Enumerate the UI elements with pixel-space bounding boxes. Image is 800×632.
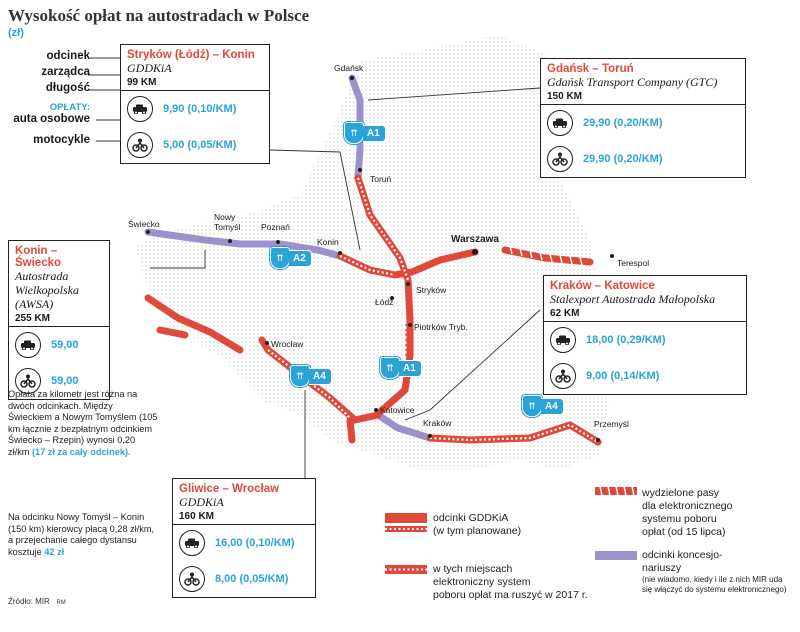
- city-przemysl: Przemyśl: [594, 419, 629, 429]
- city-dots: [146, 75, 614, 442]
- section-name: Kraków – Katowice: [550, 280, 655, 292]
- key-cars: auta osobowe: [13, 113, 90, 125]
- key-manager: zarządca: [41, 66, 90, 78]
- motorcycle-icon: [15, 368, 41, 394]
- road-shield-a4-west: ⇈A4: [290, 365, 332, 387]
- city-katowice: Katowice: [380, 405, 415, 415]
- box-krakow-katowice: Kraków – Katowice Stalexport Autostrada …: [543, 275, 747, 395]
- section-length: 255 KM: [15, 313, 51, 324]
- section-operator: Gdańsk Transport Company (GTC): [547, 75, 718, 89]
- city-gdansk: Gdańsk: [334, 63, 364, 73]
- car-icon: [15, 332, 41, 358]
- key-motorcycles: motocykle: [33, 134, 90, 146]
- city-konin: Konin: [317, 237, 339, 247]
- car-price: 29,90 (0,20/KM): [583, 117, 663, 129]
- section-length: 99 KM: [127, 77, 157, 88]
- motorcycle-icon: [547, 146, 573, 172]
- section-length: 160 KM: [179, 511, 215, 522]
- car-price: 59,00: [51, 339, 79, 351]
- section-length: 62 KM: [550, 308, 580, 319]
- legend-lanes: wydzielone pasy dla elektronicznego syst…: [642, 487, 733, 538]
- unit-label: (zł): [8, 27, 24, 39]
- electronic-toll-overlay: [267, 177, 599, 443]
- moto-price: 8,00 (0,05/KM): [215, 573, 289, 585]
- legend-gddkia: odcinki GDDKiA (w tym planowane): [433, 512, 522, 537]
- motorcycle-icon: [179, 566, 205, 592]
- section-name: Konin – Świecko: [15, 245, 62, 269]
- city-torun: Toruń: [370, 174, 392, 184]
- box-gliwice-wroclaw: Gliwice – Wrocław GDDKiA 160 KM 16,00 (0…: [172, 478, 316, 598]
- moto-price: 9,00 (0,14/KM): [586, 370, 660, 382]
- section-operator: Stalexport Autostrada Małopolska: [550, 292, 716, 306]
- legend-electronic: w tych miejscach elektroniczny system po…: [433, 563, 588, 601]
- section-operator: Autostrada Wielkopolska (AWSA): [15, 269, 79, 311]
- car-price: 16,00 (0,10/KM): [215, 537, 295, 549]
- note-paragraph-2: Na odcinku Nowy Tomyśl – Konin (150 km) …: [8, 512, 155, 557]
- road-shield-a1-south: ⇈A1: [380, 357, 422, 379]
- city-warszawa: Warszawa: [451, 234, 499, 245]
- car-icon: [127, 96, 153, 122]
- page-title: Wysokość opłat na autostradach w Polsce: [8, 6, 310, 25]
- lanes-overlay: [509, 245, 583, 266]
- note-paragraph-1: Opłata za kilometr jest różna na dwóch o…: [8, 389, 158, 457]
- source-note: Źródło: MIR RM: [8, 597, 66, 606]
- concession-a4-katowice-krakow: [374, 411, 434, 442]
- leader-lines: [88, 57, 541, 478]
- key-fees: OPŁATY:: [49, 102, 90, 113]
- city-piotrkow: Piotrków Tryb.: [414, 322, 468, 332]
- motorway-icon: ⇈: [290, 365, 310, 387]
- section-length: 150 KM: [547, 91, 583, 102]
- box-strykow-konin: Stryków (Łódź) – Konin GDDKiA 99 KM 9,90…: [120, 44, 270, 164]
- city-strykow: Stryków: [416, 285, 447, 295]
- city-krakow: Kraków: [423, 418, 452, 428]
- section-operator: GDDKiA: [179, 495, 224, 509]
- section-name: Gdańsk – Toruń: [547, 63, 634, 75]
- road-shield-a1-north: ⇈A1: [344, 122, 386, 144]
- legend-swatches: [385, 485, 637, 574]
- motorway-icon: ⇈: [270, 247, 290, 269]
- car-price: 18,00 (0,29/KM): [586, 334, 666, 346]
- car-icon: [547, 110, 573, 136]
- motorway-icon: ⇈: [380, 357, 400, 379]
- motorcycle-icon: [127, 132, 153, 158]
- city-poznan: Poznań: [261, 222, 290, 232]
- car-price: 9,90 (0,10/KM): [163, 103, 237, 115]
- box-gdansk-torun: Gdańsk – Toruń Gdańsk Transport Company …: [540, 58, 746, 178]
- car-icon: [550, 327, 576, 353]
- city-wroclaw: Wrocław: [271, 339, 304, 349]
- box-konin-swiecko: Konin – Świecko Autostrada Wielkopolska …: [8, 240, 110, 400]
- city-nowy-tomysl: Nowy Tomyśl: [214, 212, 241, 232]
- moto-price: 29,90 (0,20/KM): [583, 153, 663, 165]
- moto-price: 5,00 (0,05/KM): [163, 139, 237, 151]
- planned-hatch: [405, 324, 413, 356]
- section-name: Stryków (Łódź) – Konin: [127, 49, 255, 61]
- city-swiecko: Świecko: [128, 219, 160, 229]
- key-length: długość: [45, 82, 90, 94]
- city-terespol: Terespol: [617, 258, 650, 268]
- moto-price: 59,00: [51, 375, 79, 387]
- road-shield-a2: ⇈A2: [270, 247, 312, 269]
- section-operator: GDDKiA: [127, 61, 172, 75]
- poland-outline: [135, 35, 610, 470]
- motorway-icon: ⇈: [522, 395, 542, 417]
- legend-concession: odcinki koncesjo- nariuszy(nie wiadomo, …: [642, 549, 787, 594]
- motorcycle-icon: [550, 363, 576, 389]
- motorway-icon: ⇈: [344, 122, 364, 144]
- key-section: odcinek: [46, 50, 90, 62]
- city-lodz: Łódź: [375, 297, 394, 307]
- section-name: Gliwice – Wrocław: [179, 483, 280, 495]
- road-shield-a4-east: ⇈A4: [522, 395, 564, 417]
- car-icon: [179, 530, 205, 556]
- concession-a2-swiecko-konin: [144, 228, 344, 260]
